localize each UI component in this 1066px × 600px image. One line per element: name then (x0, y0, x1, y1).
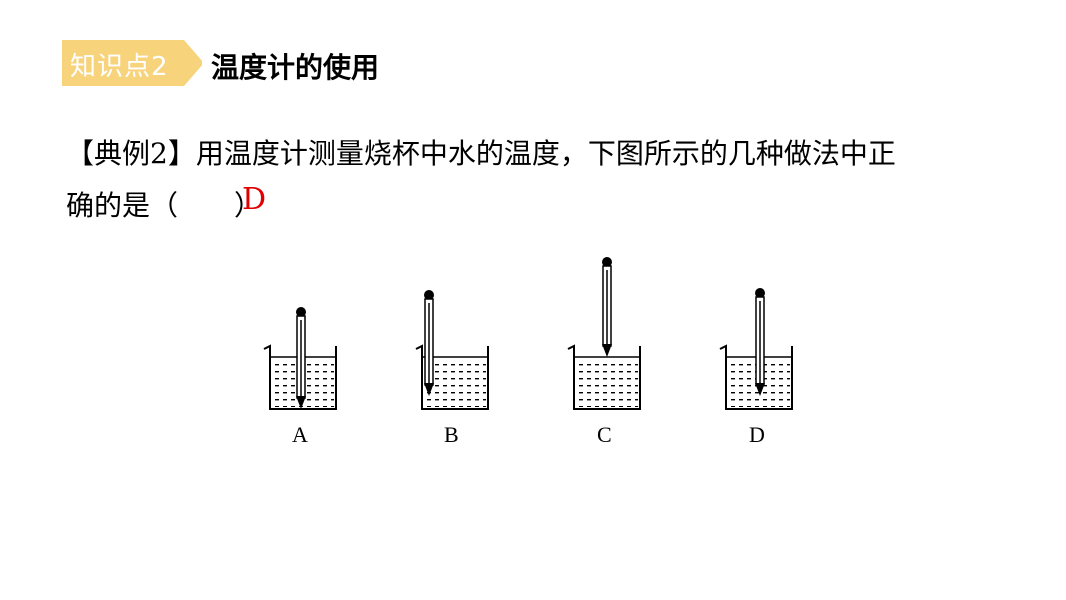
tag-arrow-shape (62, 40, 202, 86)
thermometer-a (296, 307, 306, 409)
thermometer-c (602, 257, 612, 357)
answer-text: D (242, 182, 267, 217)
beaker-c (567, 344, 641, 410)
label-b: B (444, 422, 459, 447)
label-a: A (292, 422, 308, 447)
tag-label: 知识点2 (70, 52, 169, 82)
question-line-1: 【典例2】用温度计测量烧杯中水的温度，下图所示的几种做法中正 (66, 137, 896, 170)
section-title: 温度计的使用 (211, 51, 380, 84)
thermometer-d (755, 288, 765, 396)
knowledge-point-tag: 知识点2 (62, 40, 202, 86)
question-line-2: 确的是（ ） (66, 189, 263, 222)
thermometer-b (424, 290, 434, 396)
label-d: D (749, 422, 765, 447)
label-c: C (597, 422, 612, 447)
beaker-b (415, 344, 489, 410)
question-text: 【典例2】用温度计测量烧杯中水的温度，下图所示的几种做法中正 确的是（ ） (66, 128, 1006, 232)
thermometer-figure: A B C D (263, 257, 793, 447)
